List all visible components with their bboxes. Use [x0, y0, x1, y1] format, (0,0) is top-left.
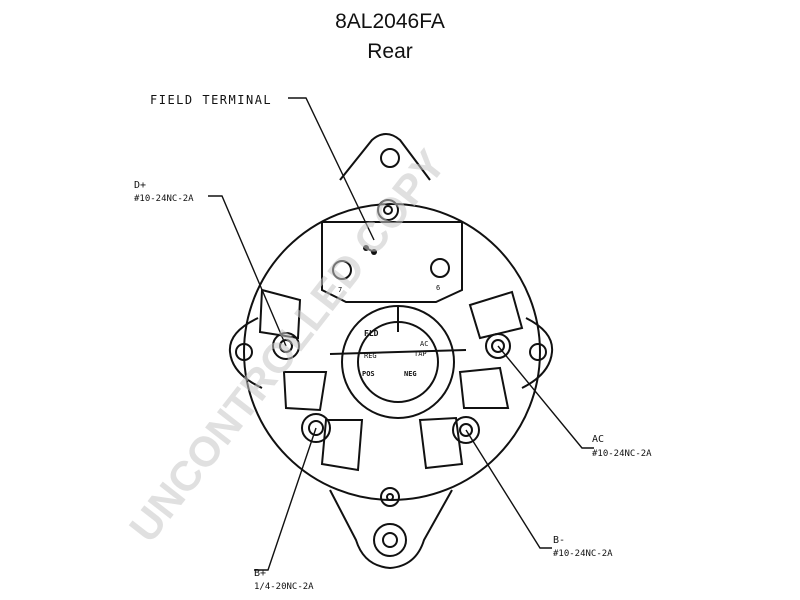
bottom-stud-center: [386, 493, 394, 501]
ac-spec: #10-24NC-2A: [592, 449, 652, 459]
hub-neg-label: NEG: [404, 370, 417, 378]
b-minus-label: B-: [553, 535, 565, 546]
bottom-stud: [380, 487, 400, 507]
b-minus-terminal: [452, 416, 480, 444]
vent-slot: [282, 371, 328, 412]
d-plus-label: D+: [134, 180, 146, 191]
hub-divider: [329, 349, 467, 355]
top-mounting-ear: [339, 133, 431, 181]
hub-tap-label: TAP: [414, 350, 427, 358]
d-plus-terminal-inner: [279, 339, 293, 353]
b-minus-spec: #10-24NC-2A: [553, 549, 613, 559]
bottom-ear-hole: [373, 523, 407, 557]
bottom-mounting-ear: [329, 489, 453, 570]
top-stud-center: [383, 205, 393, 215]
left-mounting-ear: [228, 317, 263, 389]
regulator-mark-right: 6: [436, 284, 440, 292]
vent-slot: [258, 288, 302, 340]
diagram-title: 8AL2046FA: [335, 10, 445, 33]
b-minus-leader: [465, 429, 552, 549]
top-ear-hole: [380, 148, 400, 168]
regulator-mark-left: 7: [338, 286, 342, 294]
top-stud: [377, 199, 399, 221]
hub-fld-label: FLD: [364, 329, 379, 338]
b-plus-terminal: [301, 413, 331, 443]
field-terminal-label: FIELD TERMINAL: [150, 93, 272, 107]
field-terminal-leader: [288, 97, 375, 241]
regulator-screw-left: [332, 260, 352, 280]
ac-label: AC: [592, 434, 604, 445]
regulator-screw-right: [430, 258, 450, 278]
left-ear-hole: [235, 343, 253, 361]
d-plus-terminal: [272, 332, 300, 360]
voltage-regulator: [321, 221, 463, 303]
ac-leader: [497, 345, 594, 449]
b-plus-leader: [254, 427, 317, 571]
hub-pos-label: POS: [362, 370, 375, 378]
diagram-subtitle: Rear: [367, 40, 413, 63]
vent-slot: [468, 290, 524, 340]
d-plus-spec: #10-24NC-2A: [134, 194, 194, 204]
b-plus-spec: 1/4-20NC-2A: [254, 582, 314, 592]
vent-slot: [418, 416, 464, 470]
d-plus-leader: [208, 195, 287, 347]
hub-reg-label: REG: [364, 352, 377, 360]
vent-slot: [458, 366, 510, 409]
right-ear-hole: [529, 343, 547, 361]
b-plus-label: B+: [254, 568, 266, 579]
b-plus-terminal-inner: [308, 420, 324, 436]
ac-terminal: [485, 333, 511, 359]
ac-terminal-inner: [491, 339, 505, 353]
vent-slot: [320, 419, 364, 472]
bottom-ear-hole-inner: [382, 532, 398, 548]
hub-ac-label: AC: [420, 340, 428, 348]
b-minus-terminal-inner: [459, 423, 473, 437]
regulator-symbol: [363, 245, 377, 255]
right-mounting-ear: [521, 317, 554, 389]
